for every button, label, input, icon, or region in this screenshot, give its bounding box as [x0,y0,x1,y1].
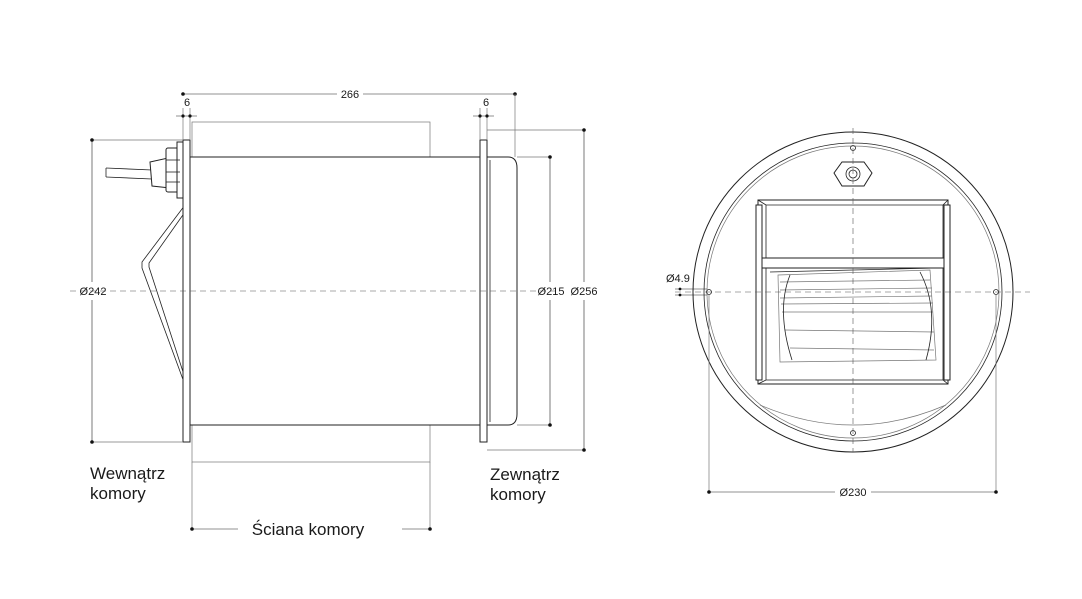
dimension-215: Ø215 [517,155,564,427]
dimension-6-right: 6 [473,97,494,140]
dim-4-9-text: Ø4.9 [666,273,690,285]
inner-guard [141,204,186,386]
dimension-230: Ø230 [707,295,998,499]
dim-6-left-text: 6 [184,97,190,109]
label-outside-line1: Zewnątrz [490,465,560,484]
dim-215-text: Ø215 [538,286,565,298]
label-inside-line1: Wewnątrz [90,464,165,483]
dimension-266: 266 [181,89,517,157]
cable [105,167,153,180]
cable-gland [149,141,188,199]
label-outside-line2: komory [490,485,546,504]
dimension-4-9: Ø4.9 [666,273,707,297]
dim-230-text: Ø230 [840,487,867,499]
front-view: Ø4.9 Ø230 [666,128,1030,499]
dimension-242: Ø242 [80,138,183,444]
dimension-256: Ø256 [487,128,597,452]
label-wall: Ściana komory [252,520,365,539]
dimension-6-left: 6 [176,97,197,140]
dim-242-text: Ø242 [80,286,107,298]
side-view: 266 6 6 Ø242 [70,89,597,539]
wall-dimension [190,462,432,531]
label-inside-line2: komory [90,484,146,503]
impeller [777,269,937,363]
dim-266-text: 266 [341,89,359,101]
dim-6-right-text: 6 [483,97,489,109]
dim-256-text: Ø256 [571,286,598,298]
